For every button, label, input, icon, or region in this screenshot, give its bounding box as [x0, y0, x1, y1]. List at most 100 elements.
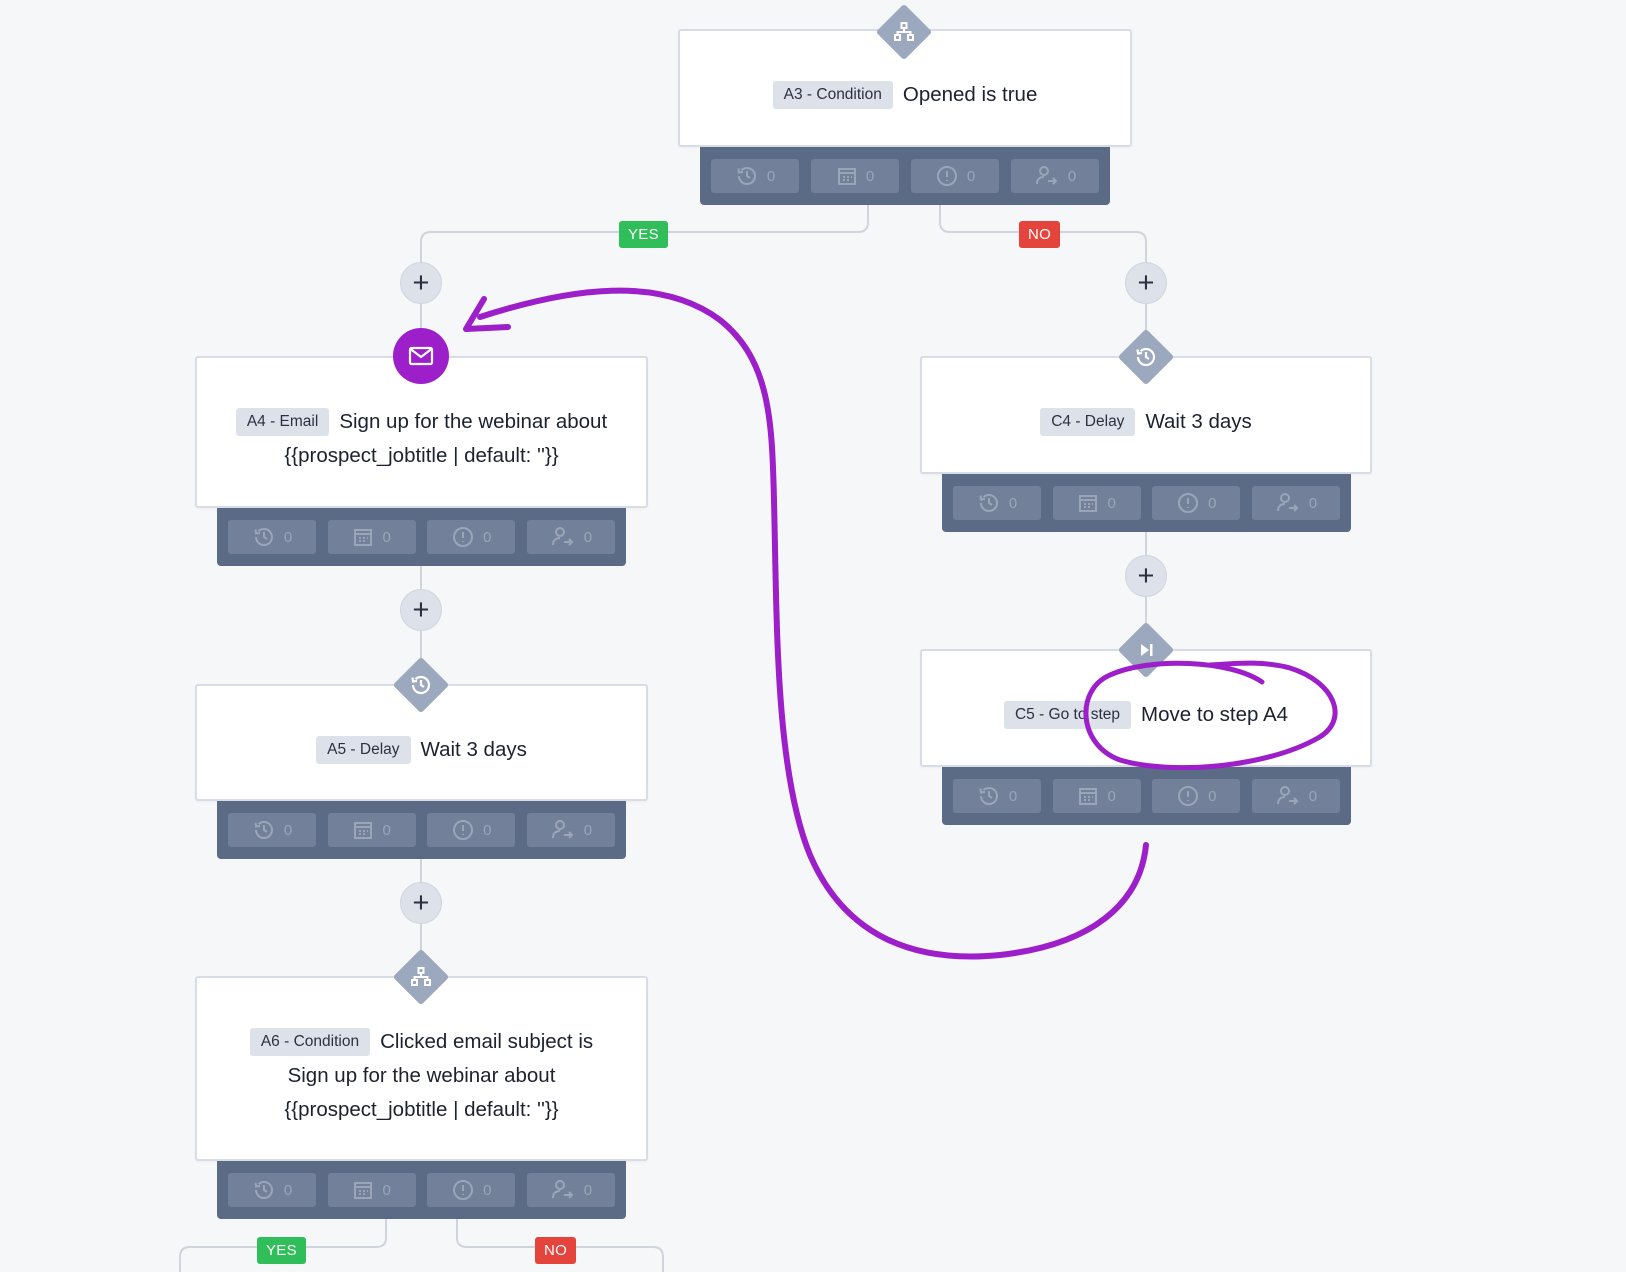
scheduled-icon	[737, 167, 756, 185]
stat-count: 0	[1208, 787, 1217, 805]
step-tag: A3 - Condition	[772, 81, 893, 109]
stat-calendar[interactable]: 0	[327, 1173, 416, 1207]
stat-error[interactable]: 0	[911, 159, 999, 193]
stat-transfer[interactable]: 0	[526, 520, 615, 554]
add-step-button[interactable]: +	[400, 882, 442, 924]
step-stats-bar: 0 0 0 0	[217, 508, 626, 566]
scheduled-icon	[979, 494, 998, 512]
stat-count: 0	[1067, 167, 1077, 185]
error-icon	[453, 820, 474, 840]
error-icon	[1178, 493, 1199, 513]
stat-count: 0	[382, 821, 391, 839]
stat-calendar[interactable]: 0	[811, 159, 899, 193]
step-stats-bar: 0 0 0 0	[700, 147, 1110, 205]
stat-count: 0	[966, 167, 976, 185]
stat-transfer[interactable]: 0	[526, 813, 615, 847]
scheduled-icon	[254, 528, 273, 546]
error-icon	[453, 527, 474, 547]
step-tag: C4 - Delay	[1040, 408, 1136, 436]
stat-transfer[interactable]: 0	[1251, 779, 1340, 813]
step-tag: C5 - Go to step	[1003, 701, 1132, 729]
stat-calendar[interactable]: 0	[1052, 486, 1141, 520]
stat-count: 0	[1308, 787, 1318, 805]
stat-transfer[interactable]: 0	[1011, 159, 1099, 193]
stat-count: 0	[283, 528, 293, 546]
stat-count: 0	[1107, 787, 1116, 805]
step-description: Move to step A4	[1141, 703, 1289, 726]
delay-icon	[392, 656, 450, 714]
stat-calendar[interactable]: 0	[327, 520, 416, 554]
stat-transfer[interactable]: 0	[1251, 486, 1340, 520]
calendar-icon	[1079, 788, 1098, 805]
branch-yes-label: YES	[619, 221, 668, 248]
branch-yes-label: YES	[257, 1237, 306, 1264]
stat-error[interactable]: 0	[427, 813, 516, 847]
stat-count: 0	[1008, 494, 1018, 512]
stat-count: 0	[865, 167, 875, 185]
stat-count: 0	[483, 821, 492, 839]
step-tag: A4 - Email	[235, 408, 330, 436]
scheduled-icon	[254, 1181, 273, 1199]
step-tag: A6 - Condition	[249, 1027, 371, 1056]
step-stats-bar: 0 0 0 0	[217, 1161, 626, 1219]
step-description: Sign up for the webinar about {{prospect…	[284, 410, 608, 467]
stat-transfer[interactable]: 0	[526, 1173, 615, 1207]
stat-count: 0	[483, 1181, 492, 1199]
transfer-user-icon	[551, 820, 574, 839]
step-description: Clicked email subject is Sign up for the…	[284, 1029, 594, 1121]
error-icon	[936, 166, 957, 186]
stat-count: 0	[283, 1181, 293, 1199]
stat-count: 0	[583, 1181, 593, 1199]
stat-scheduled[interactable]: 0	[711, 159, 799, 193]
condition-icon	[875, 3, 933, 61]
transfer-user-icon	[1276, 786, 1299, 805]
step-stats-bar: 0 0 0 0	[942, 767, 1351, 825]
stat-error[interactable]: 0	[1152, 486, 1241, 520]
stat-count: 0	[1008, 787, 1018, 805]
stat-scheduled[interactable]: 0	[228, 520, 316, 554]
stat-count: 0	[1107, 494, 1116, 512]
error-icon	[453, 1180, 474, 1200]
calendar-icon	[354, 822, 373, 839]
stat-error[interactable]: 0	[427, 1173, 516, 1207]
transfer-user-icon	[1276, 493, 1299, 512]
calendar-icon	[354, 529, 373, 546]
step-description: Wait 3 days	[1145, 410, 1252, 433]
transfer-user-icon	[551, 1180, 574, 1199]
add-step-button[interactable]: +	[400, 262, 442, 304]
stat-count: 0	[483, 528, 492, 546]
stat-count: 0	[1208, 494, 1217, 512]
stat-count: 0	[1308, 494, 1318, 512]
transfer-user-icon	[551, 527, 574, 546]
transfer-user-icon	[1035, 166, 1058, 185]
stat-count: 0	[283, 821, 293, 839]
scheduled-icon	[254, 821, 273, 839]
add-step-button[interactable]: +	[400, 589, 442, 631]
stat-count: 0	[583, 821, 593, 839]
step-stats-bar: 0 0 0 0	[942, 474, 1351, 532]
stat-scheduled[interactable]: 0	[228, 1173, 316, 1207]
stat-scheduled[interactable]: 0	[953, 779, 1041, 813]
error-icon	[1178, 786, 1199, 806]
calendar-icon	[354, 1182, 373, 1199]
add-step-button[interactable]: +	[1125, 555, 1167, 597]
step-stats-bar: 0 0 0 0	[217, 801, 626, 859]
stat-scheduled[interactable]: 0	[953, 486, 1041, 520]
stat-count: 0	[583, 528, 593, 546]
condition-icon	[392, 948, 450, 1006]
stat-count: 0	[766, 167, 776, 185]
stat-scheduled[interactable]: 0	[228, 813, 316, 847]
stat-calendar[interactable]: 0	[1052, 779, 1141, 813]
calendar-icon	[1079, 495, 1098, 512]
step-description: Opened is true	[902, 83, 1038, 106]
branch-no-label: NO	[535, 1237, 577, 1264]
add-step-button[interactable]: +	[1125, 262, 1167, 304]
stat-count: 0	[382, 528, 391, 546]
stat-error[interactable]: 0	[427, 520, 516, 554]
branch-no-label: NO	[1019, 221, 1061, 248]
scheduled-icon	[979, 787, 998, 805]
stat-calendar[interactable]: 0	[327, 813, 416, 847]
stat-count: 0	[382, 1181, 391, 1199]
stat-error[interactable]: 0	[1152, 779, 1241, 813]
